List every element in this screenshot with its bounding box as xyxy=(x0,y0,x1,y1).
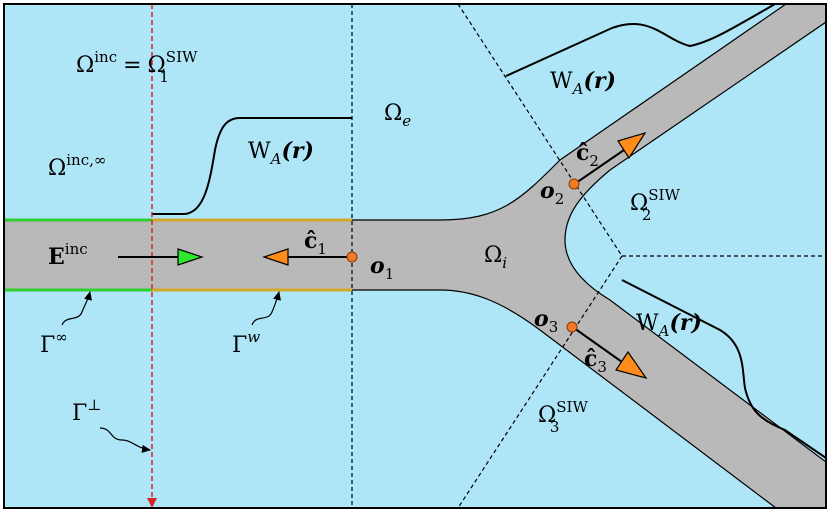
c1-arrowhead xyxy=(262,248,289,266)
o1-label: o1 xyxy=(370,253,394,283)
gamma-inf-label: Γ∞ xyxy=(40,328,68,358)
gamma-w-label: Γw xyxy=(232,328,260,358)
omega-i-label: Ωi xyxy=(484,243,507,272)
outer-frame xyxy=(3,3,827,509)
waveguide-body xyxy=(3,3,827,509)
omega-e-label: Ωe xyxy=(384,101,411,130)
c2-arrowhead xyxy=(617,131,647,160)
gamma-perp-label: Γ⊥ xyxy=(72,396,101,426)
port-origin-3-dot xyxy=(566,321,578,333)
port-origin-1-dot xyxy=(346,251,358,263)
port-origin-2-dot xyxy=(568,178,580,190)
gamma-inf-pointer xyxy=(61,291,92,326)
boundary-lower-diagonal xyxy=(457,255,623,509)
c3-label: ĉ3 xyxy=(584,346,607,376)
gamma-perp-pointer xyxy=(99,427,151,453)
absorber-profile-left xyxy=(152,117,352,215)
wa-bottom-right-label: WA(r) xyxy=(636,310,702,340)
o2-label: o2 xyxy=(540,178,564,208)
c3-arrowhead xyxy=(615,350,648,380)
c2-arrow-shaft xyxy=(575,149,625,184)
absorber-profile-bottom-right xyxy=(621,279,827,459)
wa-top-right-label: WA(r) xyxy=(550,68,616,98)
omega-inc-inf-label: Ωinc,∞ xyxy=(48,151,106,181)
c2-label: ĉ2 xyxy=(576,140,599,170)
gamma-perp-arrowhead xyxy=(147,498,157,508)
gamma-w-pointer xyxy=(251,291,281,326)
boundary-upper-diagonal xyxy=(457,3,623,257)
e-inc-arrowhead xyxy=(177,248,204,266)
o3-label: o3 xyxy=(534,306,558,336)
absorber-profile-top-right xyxy=(505,3,776,77)
c1-label: ĉ1 xyxy=(304,228,327,258)
e-inc-label: Einc xyxy=(48,240,88,270)
c3-arrow-shaft xyxy=(573,327,623,363)
wa-top-left-label: WA(r) xyxy=(248,138,314,168)
